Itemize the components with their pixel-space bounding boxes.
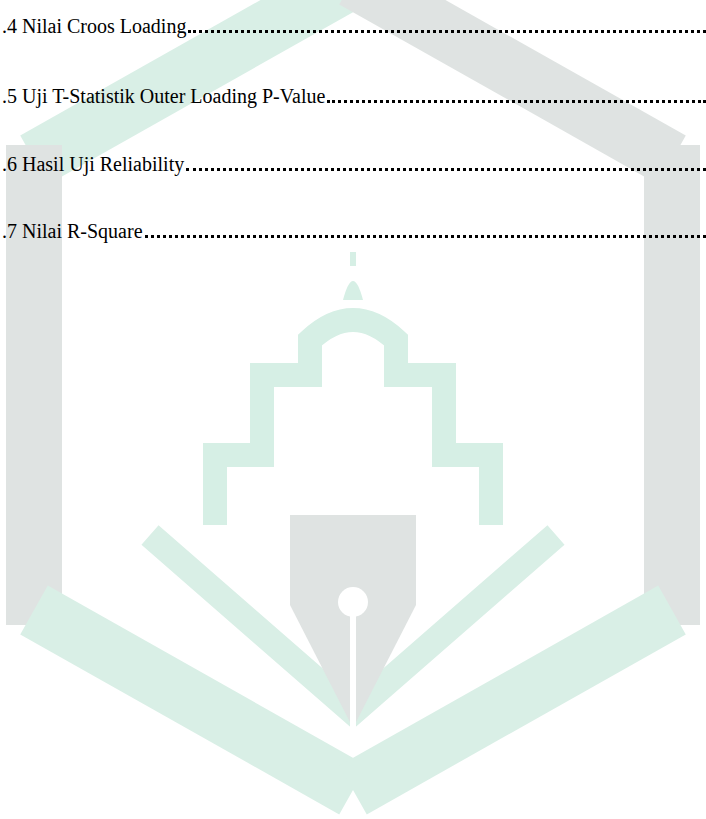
dot-leader [186,168,706,171]
dot-leader [145,235,706,238]
dot-leader [188,30,706,33]
toc-row: .4 Nilai Croos Loading [2,8,706,38]
toc-row: .6 Hasil Uji Reliability [2,146,706,176]
toc-entry: .5 Uji T-Statistik Outer Loading P-Value [2,84,325,108]
toc-row: .5 Uji T-Statistik Outer Loading P-Value [2,78,706,108]
toc-entry: .6 Hasil Uji Reliability [2,152,184,176]
toc-entry: .4 Nilai Croos Loading [2,14,186,38]
toc-entry: .7 Nilai R-Square [2,219,143,243]
toc-row: .7 Nilai R-Square [2,213,706,243]
dot-leader [327,100,706,103]
